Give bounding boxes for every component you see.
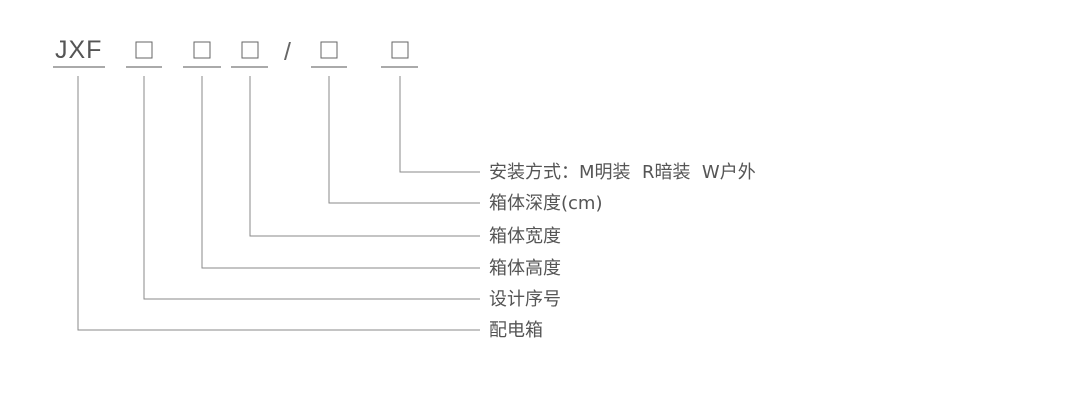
label-box-width: 箱体宽度 xyxy=(489,226,561,247)
leader-height xyxy=(201,76,480,269)
leader-install xyxy=(399,76,480,173)
label-install-method: 安装方式：M明装 R暗装 W户外 xyxy=(489,162,756,183)
label-distribution-box: 配电箱 xyxy=(489,320,543,341)
leader-depth xyxy=(328,76,480,204)
code-separator: / xyxy=(284,38,291,66)
label-box-height: 箱体高度 xyxy=(489,258,561,279)
leader-width xyxy=(249,76,480,237)
code-slot-width xyxy=(241,41,259,59)
label-box-depth: 箱体深度(cm) xyxy=(489,193,602,214)
code-slot-height xyxy=(193,41,211,59)
code-slot-depth xyxy=(320,41,338,59)
code-slot-serial xyxy=(135,41,153,59)
leader-box xyxy=(77,76,480,331)
leader-serial xyxy=(143,76,480,300)
code-prefix: JXF xyxy=(55,36,102,64)
label-design-serial: 设计序号 xyxy=(489,289,561,310)
code-slot-install xyxy=(391,41,409,59)
